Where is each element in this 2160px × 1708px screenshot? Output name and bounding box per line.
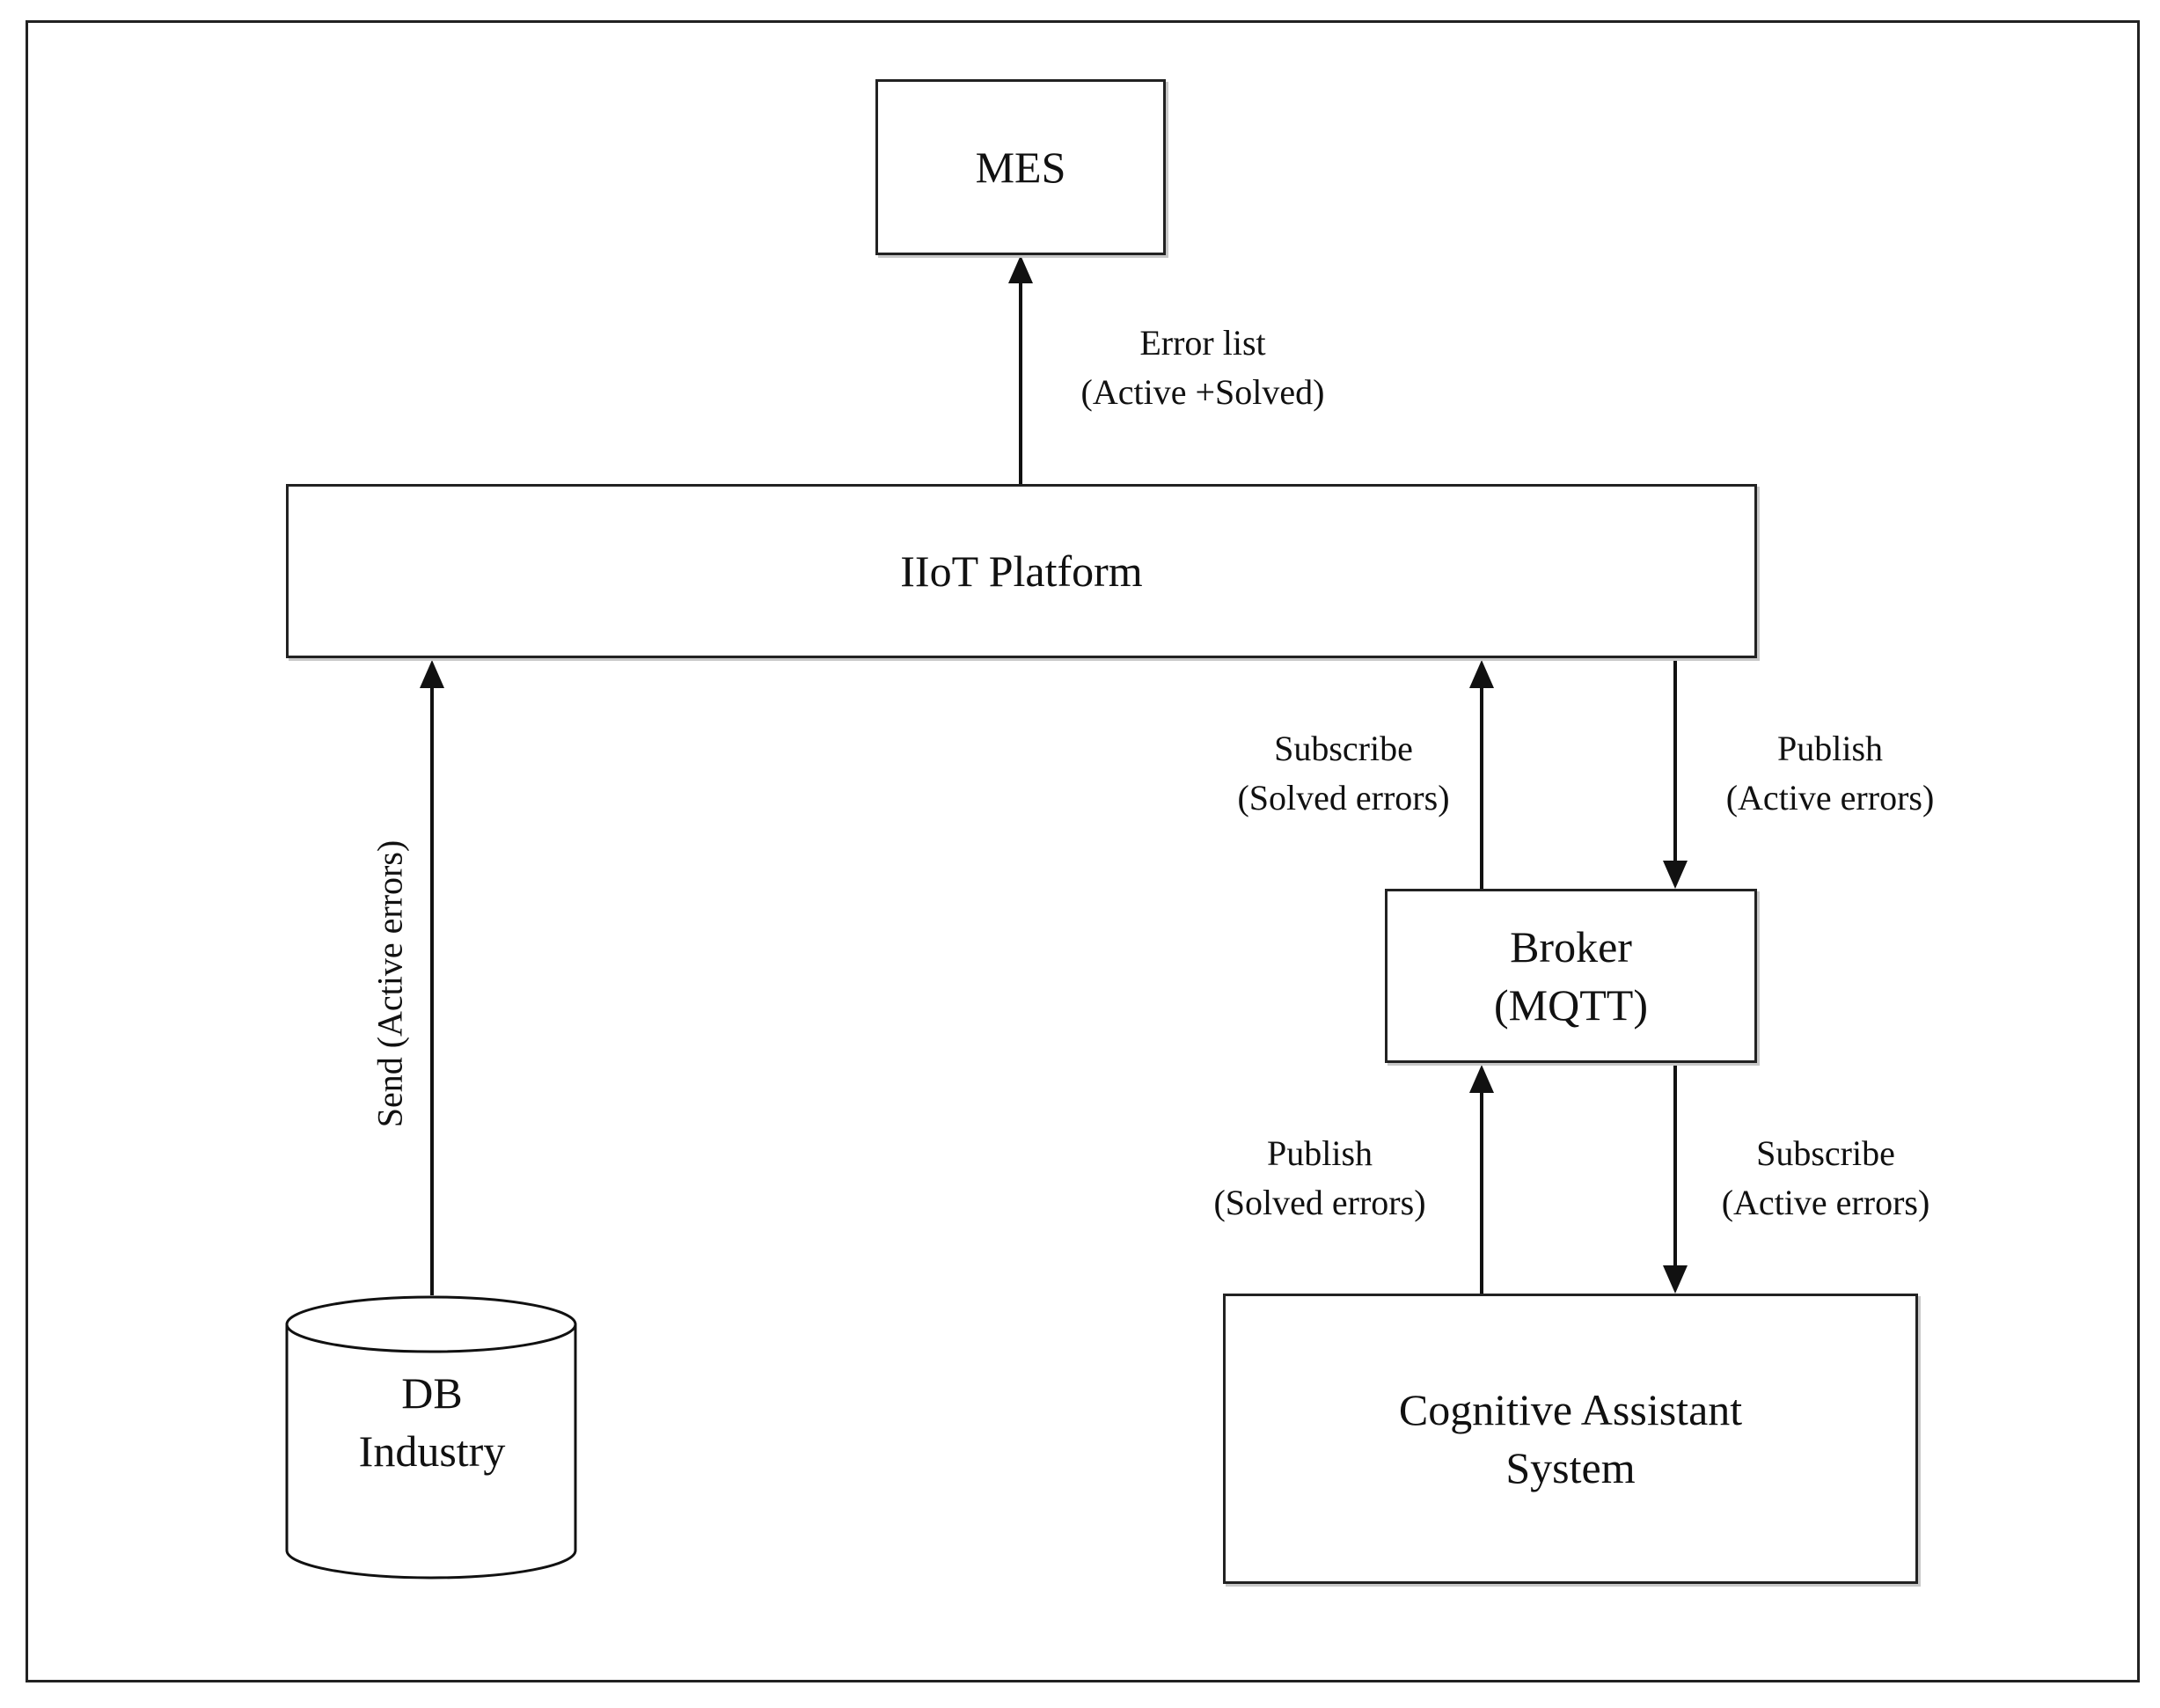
- arrowhead-cognitive-top: [1663, 1265, 1688, 1294]
- iiot-platform-box: IIoT Platform: [286, 484, 1757, 658]
- arrowhead-broker-bottom: [1469, 1065, 1494, 1093]
- db-label-line1: DB: [401, 1368, 463, 1418]
- db-industry-cylinder: [285, 1295, 577, 1580]
- edge-label-subscribe-active: Subscribe (Active errors): [1722, 1129, 1930, 1228]
- cognitive-label-line2: System: [1505, 1443, 1636, 1492]
- edge-label-publish-solved: Publish (Solved errors): [1213, 1129, 1425, 1228]
- subscribe-active-line1: Subscribe: [1756, 1133, 1895, 1173]
- broker-label-line1: Broker: [1510, 922, 1632, 971]
- iiot-platform-label: IIoT Platform: [900, 546, 1143, 596]
- subscribe-solved-line1: Subscribe: [1274, 729, 1413, 768]
- arrowhead-iiot-left: [420, 660, 444, 688]
- arrowhead-mes: [1008, 255, 1033, 283]
- cognitive-label-line1: Cognitive Assistant: [1398, 1385, 1743, 1434]
- edge-label-send-active: Send (Active errors): [370, 839, 410, 1128]
- mes-box: MES: [875, 79, 1166, 255]
- cognitive-assistant-box: Cognitive Assistant System: [1223, 1294, 1918, 1584]
- diagram-frame: [26, 20, 2140, 1682]
- arrowhead-broker-top: [1663, 861, 1688, 889]
- publish-solved-line1: Publish: [1266, 1133, 1373, 1173]
- mes-label: MES: [975, 143, 1066, 192]
- arrowhead-iiot-right: [1469, 660, 1494, 688]
- publish-solved-line2: (Solved errors): [1213, 1183, 1426, 1222]
- db-label-line2: Industry: [358, 1426, 506, 1476]
- broker-label-line2: (MQTT): [1494, 980, 1648, 1030]
- db-industry-label: DB Industry: [287, 1364, 577, 1480]
- subscribe-solved-line2: (Solved errors): [1237, 778, 1450, 817]
- subscribe-active-line2: (Active errors): [1721, 1183, 1930, 1222]
- error-list-line2: (Active +Solved): [1080, 372, 1325, 412]
- error-list-line1: Error list: [1139, 323, 1266, 363]
- publish-active-line2: (Active errors): [1725, 778, 1935, 817]
- edge-label-subscribe-solved: Subscribe (Solved errors): [1237, 724, 1449, 823]
- publish-active-line1: Publish: [1776, 729, 1884, 768]
- edge-label-publish-active: Publish (Active errors): [1726, 724, 1935, 823]
- broker-box: Broker (MQTT): [1385, 889, 1757, 1063]
- edge-label-error-list: Error list (Active +Solved): [1081, 319, 1325, 417]
